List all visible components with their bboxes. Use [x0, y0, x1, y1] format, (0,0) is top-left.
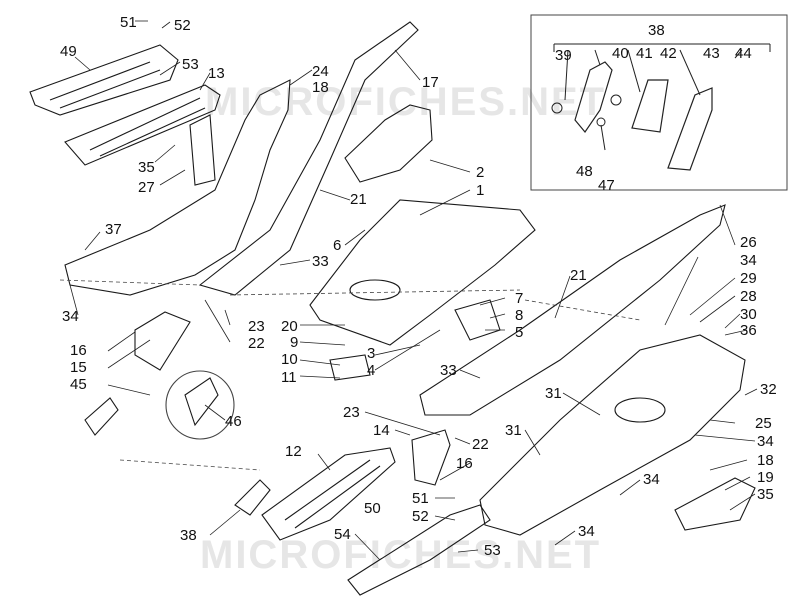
callout-48: 48	[576, 163, 593, 180]
callout-27: 27	[138, 179, 155, 196]
callout-21-mid: 21	[350, 191, 367, 208]
callout-1: 1	[476, 182, 484, 199]
callout-24: 24	[312, 63, 329, 80]
callout-54: 54	[334, 526, 351, 543]
callout-31-upper: 31	[545, 385, 562, 402]
leader-lines	[69, 20, 758, 561]
callout-19: 19	[757, 469, 774, 486]
callout-28: 28	[740, 288, 757, 305]
callout-34-bottom: 34	[578, 523, 595, 540]
callout-42: 42	[660, 45, 677, 62]
callout-46: 46	[225, 413, 242, 430]
callout-53-top: 53	[182, 56, 199, 73]
callout-36: 36	[740, 322, 757, 339]
callout-10: 10	[281, 351, 298, 368]
callout-22-mid: 22	[472, 436, 489, 453]
callout-37: 37	[105, 221, 122, 238]
callout-22-left: 22	[248, 335, 265, 352]
callout-16-left: 16	[70, 342, 87, 359]
callout-15: 15	[70, 359, 87, 376]
callout-6: 6	[333, 237, 341, 254]
callout-47: 47	[598, 177, 615, 194]
callout-51-top: 51	[120, 14, 137, 31]
callout-7: 7	[515, 290, 523, 307]
callout-13: 13	[208, 65, 225, 82]
callout-33-mid: 33	[312, 253, 329, 270]
callout-50: 50	[364, 500, 381, 517]
assembly-dashes	[59, 279, 641, 471]
callout-41: 41	[636, 45, 653, 62]
callout-4: 4	[367, 362, 375, 379]
callout-29: 29	[740, 270, 757, 287]
part-outlines	[29, 21, 756, 596]
callout-20: 20	[281, 318, 298, 335]
callout-32: 32	[760, 381, 777, 398]
callout-23-left: 23	[248, 318, 265, 335]
callout-39: 39	[555, 47, 572, 64]
callout-11: 11	[281, 369, 297, 386]
callout-44: 44	[735, 45, 752, 62]
callout-34-right-mid: 34	[757, 433, 774, 450]
callout-14: 14	[373, 422, 390, 439]
watermark-bottom: MICROFICHES.NET	[200, 533, 601, 577]
callout-25: 25	[755, 415, 772, 432]
callout-3: 3	[367, 345, 375, 362]
callout-43: 43	[703, 45, 720, 62]
callout-38-bottom: 38	[180, 527, 197, 544]
callout-9: 9	[290, 334, 298, 351]
callout-17: 17	[422, 74, 439, 91]
callout-labels: 51 52 49 53 13 24 18 17 35 27 2 1 21 37 …	[60, 14, 777, 559]
callout-52-top: 52	[174, 17, 191, 34]
callout-5: 5	[515, 324, 523, 341]
callout-2: 2	[476, 164, 484, 181]
callout-45: 45	[70, 376, 87, 393]
watermark-top: MICROFICHES.NET	[205, 80, 606, 124]
callout-26: 26	[740, 234, 757, 251]
callout-49: 49	[60, 43, 77, 60]
callout-35-right: 35	[757, 486, 774, 503]
callout-52-bottom: 52	[412, 508, 429, 525]
callout-51-bottom: 51	[412, 490, 429, 507]
callout-34-left: 34	[62, 308, 79, 325]
callout-33-right: 33	[440, 362, 457, 379]
callout-18-top: 18	[312, 79, 329, 96]
callout-30: 30	[740, 306, 757, 323]
callout-53-bottom: 53	[484, 542, 501, 559]
callout-8: 8	[515, 307, 523, 324]
callout-34-right-top: 34	[740, 252, 757, 269]
callout-16-mid: 16	[456, 455, 473, 472]
callout-21-right: 21	[570, 267, 587, 284]
callout-40: 40	[612, 45, 629, 62]
detail-inset	[530, 14, 788, 191]
callout-23-mid: 23	[343, 404, 360, 421]
callout-38-inset: 38	[648, 22, 665, 39]
callout-12: 12	[285, 443, 302, 460]
callout-18-right: 18	[757, 452, 774, 469]
callout-35-left: 35	[138, 159, 155, 176]
callout-34-lower: 34	[643, 471, 660, 488]
callout-31-lower: 31	[505, 422, 522, 439]
